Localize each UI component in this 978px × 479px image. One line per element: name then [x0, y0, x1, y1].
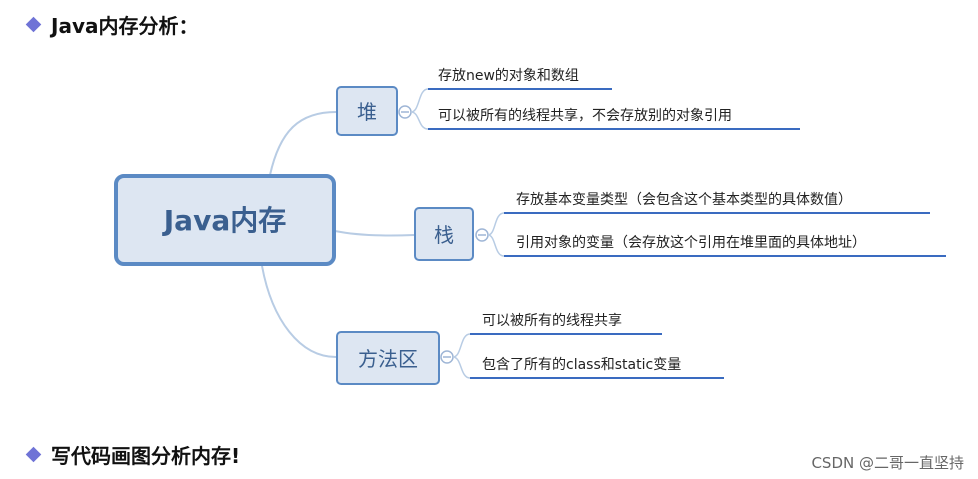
section-heading-memory-analysis: Java内存分析：	[25, 10, 199, 39]
leaf-text: 存放基本变量类型（会包含这个基本类型的具体数值）	[516, 191, 852, 208]
leaf-text: 包含了所有的class和static变量	[482, 357, 681, 373]
connector-root-method-area	[261, 265, 337, 358]
section-heading-text: 写代码画图分析内存!	[51, 444, 241, 468]
branch-heap-label: 堆	[357, 100, 377, 124]
diamond-bullet-icon	[25, 446, 42, 463]
branch-heap: 堆 存放new的对象和数组 可以被所有的线程共享，不会存放别的对象引用	[336, 68, 800, 136]
section-heading-text: Java内存分析：	[51, 14, 199, 38]
leaf-text: 存放new的对象和数组	[438, 68, 579, 84]
root-node: Java内存	[114, 174, 336, 266]
branch-stack: 栈 存放基本变量类型（会包含这个基本类型的具体数值） 引用对象的变量（会存放这个…	[414, 191, 946, 261]
watermark: CSDN @二哥一直坚持	[811, 454, 964, 472]
branch-stack-label: 栈	[434, 223, 454, 247]
branch-method-area: 方法区 可以被所有的线程共享 包含了所有的class和static变量	[336, 312, 724, 385]
leaf-text: 引用对象的变量（会存放这个引用在堆里面的具体地址）	[516, 234, 866, 251]
branch-method-area-label: 方法区	[358, 347, 418, 371]
root-node-label: Java内存	[162, 204, 286, 237]
connector-root-stack	[334, 230, 415, 237]
leaf-text: 可以被所有的线程共享	[482, 312, 622, 329]
section-heading-draw-memory: 写代码画图分析内存!	[25, 440, 241, 469]
connector-root-heap	[269, 111, 337, 176]
leaf-text: 可以被所有的线程共享，不会存放别的对象引用	[438, 107, 732, 124]
